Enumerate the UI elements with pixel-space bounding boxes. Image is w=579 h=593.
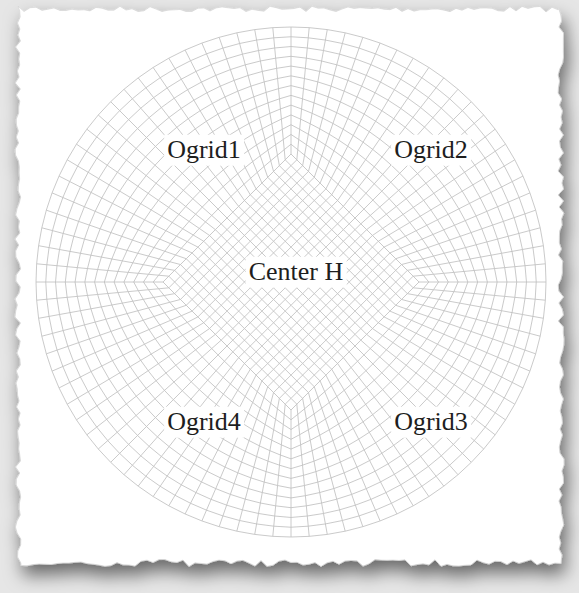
grid-line	[215, 230, 343, 358]
grid-ring	[36, 27, 546, 537]
torn-paper	[15, 6, 564, 566]
grid-line	[153, 67, 244, 200]
grid-line	[326, 50, 397, 189]
grid-ring	[143, 134, 438, 429]
grid-line	[39, 294, 175, 319]
grid-line	[59, 176, 198, 247]
grid-line	[303, 398, 328, 534]
grid-line	[320, 43, 380, 183]
block-label: Center H	[246, 257, 347, 288]
grid-line	[361, 340, 484, 449]
block-label: Ogrid4	[164, 407, 244, 438]
grid-line	[384, 176, 523, 247]
grid-line	[185, 50, 256, 189]
grid-line	[255, 398, 280, 534]
grid-line	[52, 193, 192, 253]
grid-line	[326, 375, 397, 514]
block-label: Ogrid2	[391, 135, 471, 166]
grid-ring	[46, 37, 536, 527]
grid-line	[46, 210, 186, 259]
circular-mesh	[36, 27, 546, 537]
grid-line	[98, 115, 221, 224]
grid-line	[59, 317, 198, 388]
grid-line	[255, 30, 280, 166]
grid-line	[396, 305, 536, 354]
grid-line	[384, 317, 523, 388]
grid-line	[407, 246, 543, 271]
grid-ring	[134, 125, 449, 440]
paper-sheet	[15, 6, 564, 566]
block-label: Ogrid3	[391, 407, 471, 438]
grid-line	[52, 311, 192, 371]
grid-ring	[104, 95, 477, 468]
grid-line	[390, 193, 530, 253]
grid-ring	[75, 66, 507, 498]
grid-line	[185, 375, 256, 514]
grid-line	[233, 224, 361, 352]
grid-line	[402, 299, 541, 336]
grid-line	[244, 235, 372, 363]
grid-line	[239, 230, 367, 358]
grid-line	[227, 218, 355, 346]
grid-ring	[153, 144, 429, 420]
grid-line	[210, 235, 338, 363]
grid-ring	[95, 86, 488, 479]
grid-line	[303, 30, 328, 166]
grid-line	[153, 363, 244, 496]
grid-line	[227, 218, 355, 346]
grid-line	[314, 37, 363, 177]
grid-line	[42, 228, 181, 265]
grid-line	[390, 311, 530, 371]
grid-ring	[65, 56, 516, 507]
block-label: Ogrid1	[164, 135, 244, 166]
grid-line	[308, 33, 345, 172]
grid-line	[202, 381, 262, 521]
grid-ring	[56, 47, 527, 518]
grid-line	[221, 224, 349, 352]
grid-line	[407, 294, 543, 319]
grid-line	[39, 246, 175, 271]
grid-line	[361, 115, 484, 224]
grid-line	[320, 381, 380, 521]
